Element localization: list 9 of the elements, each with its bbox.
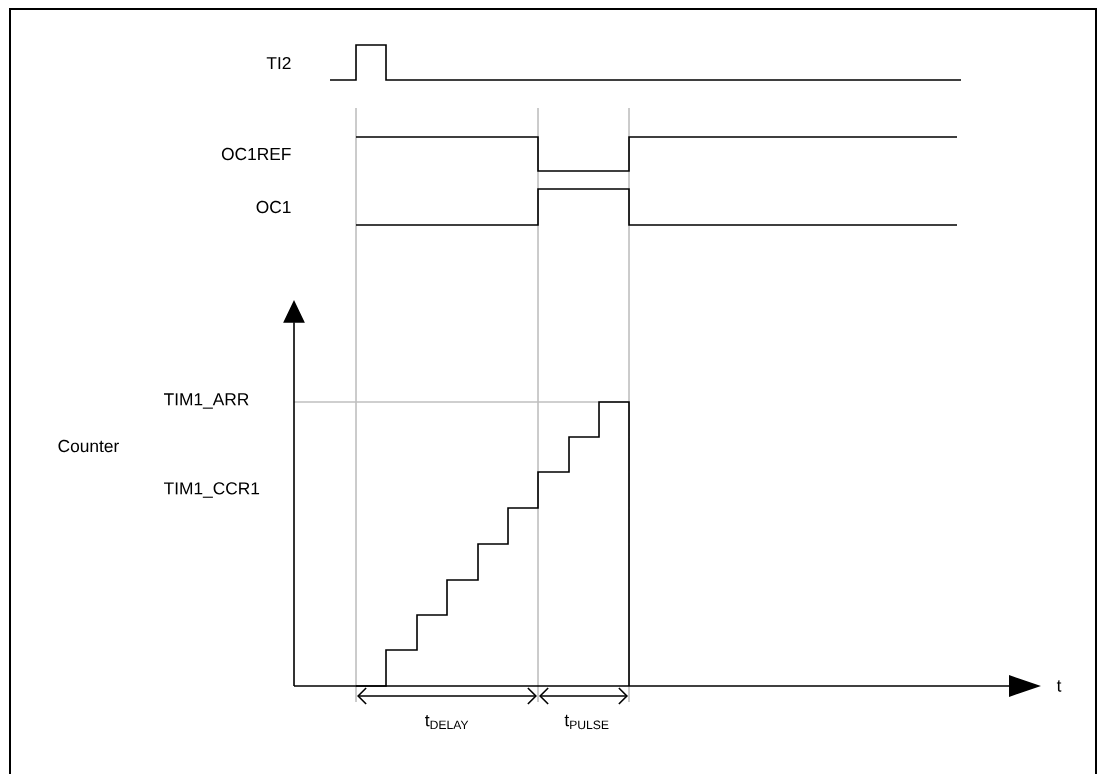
level-label: TIM1_CCR1 — [164, 482, 260, 498]
level-label: TIM1_ARR — [164, 393, 249, 409]
axis-label: t — [1056, 680, 1062, 692]
dimension-label: t$_{PULSE}$ — [564, 714, 609, 730]
signal-label: OC1 — [256, 200, 291, 214]
axis-label: Counter — [58, 439, 119, 453]
signal-label: TI2 — [266, 56, 291, 70]
signal-label: OC1REF — [221, 147, 291, 161]
dimension-label: t$_{DELAY}$ — [425, 715, 469, 730]
